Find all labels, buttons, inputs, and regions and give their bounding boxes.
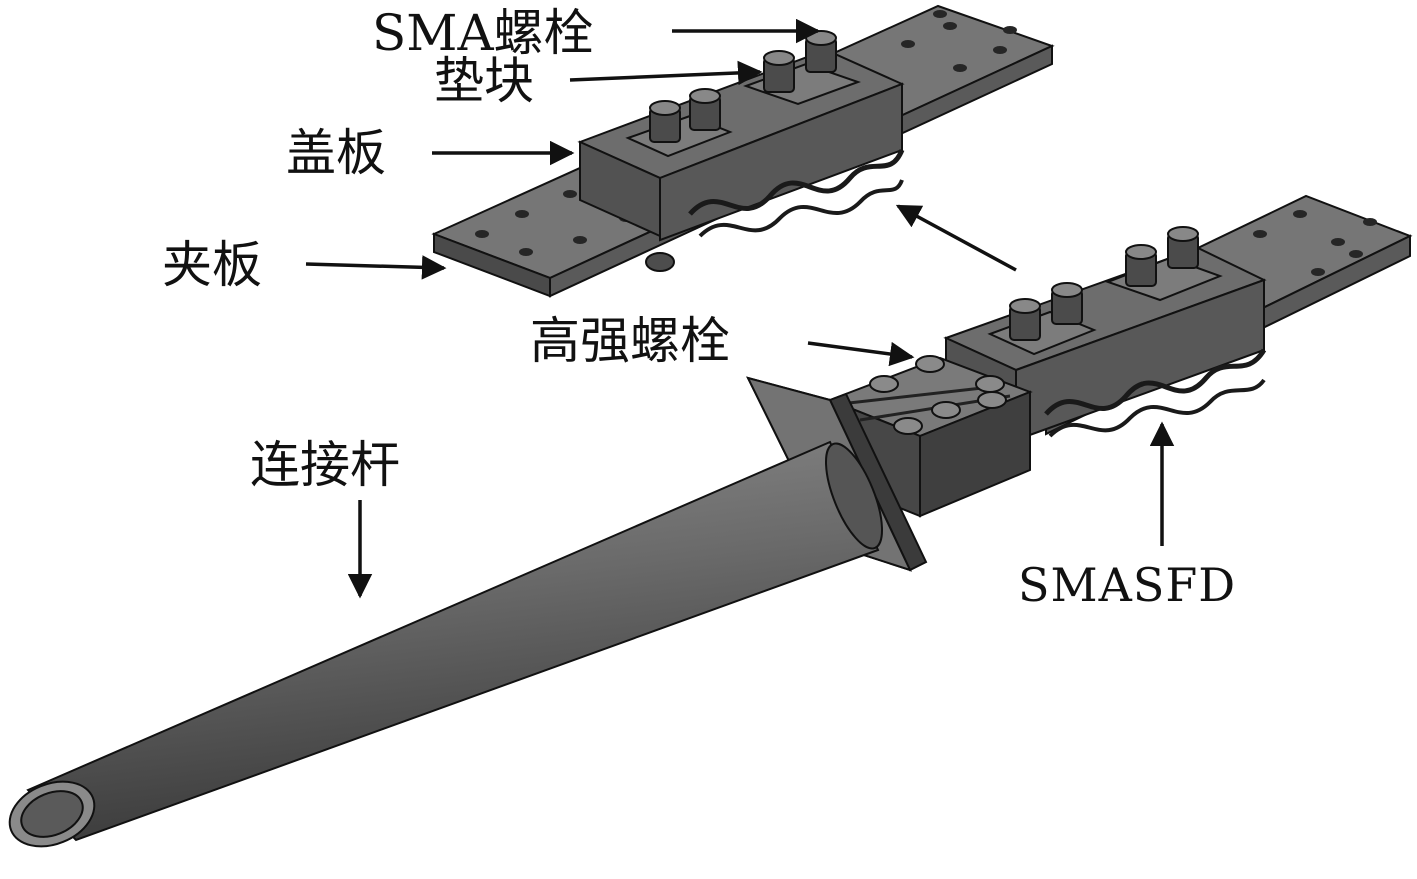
lower-wave-groove-2 [1048, 378, 1266, 438]
arrow-high-strength-bolt [807, 341, 915, 367]
connecting-rod [8, 440, 883, 848]
rod-socket [825, 442, 883, 550]
rod-end-inner [20, 790, 84, 838]
label-connecting-rod: 连接杆 [250, 436, 400, 494]
label-high-strength-bolt: 高强螺栓 [530, 312, 730, 370]
label-spacer-block: 垫块 [434, 52, 534, 110]
high-strength-bolt-heads [869, 355, 1007, 435]
label-sma-bolt: SMA螺栓 [372, 4, 594, 62]
label-cover-plate: 盖板 [286, 124, 386, 182]
upper-sma-bolts [649, 30, 837, 143]
arrow-explode [895, 204, 1017, 272]
upper-wave-groove-2 [698, 179, 904, 238]
leader-arrows [305, 18, 1175, 599]
rod-body [26, 440, 880, 842]
lower-wave-groove [1044, 348, 1267, 416]
lower-plate-holes [1253, 210, 1377, 276]
lower-sma-bolts [1009, 226, 1199, 341]
upper-lower-bolt [645, 252, 675, 272]
label-smasfd: SMASFD [1018, 558, 1237, 612]
upper-wave-groove [688, 148, 905, 216]
upper-damper-assembly [431, 4, 1055, 298]
arrow-spacer-block [569, 60, 763, 86]
label-clamp-plate: 夹板 [162, 236, 262, 294]
arrow-clamp-plate [305, 255, 447, 280]
upper-plate-holes [475, 10, 1017, 256]
